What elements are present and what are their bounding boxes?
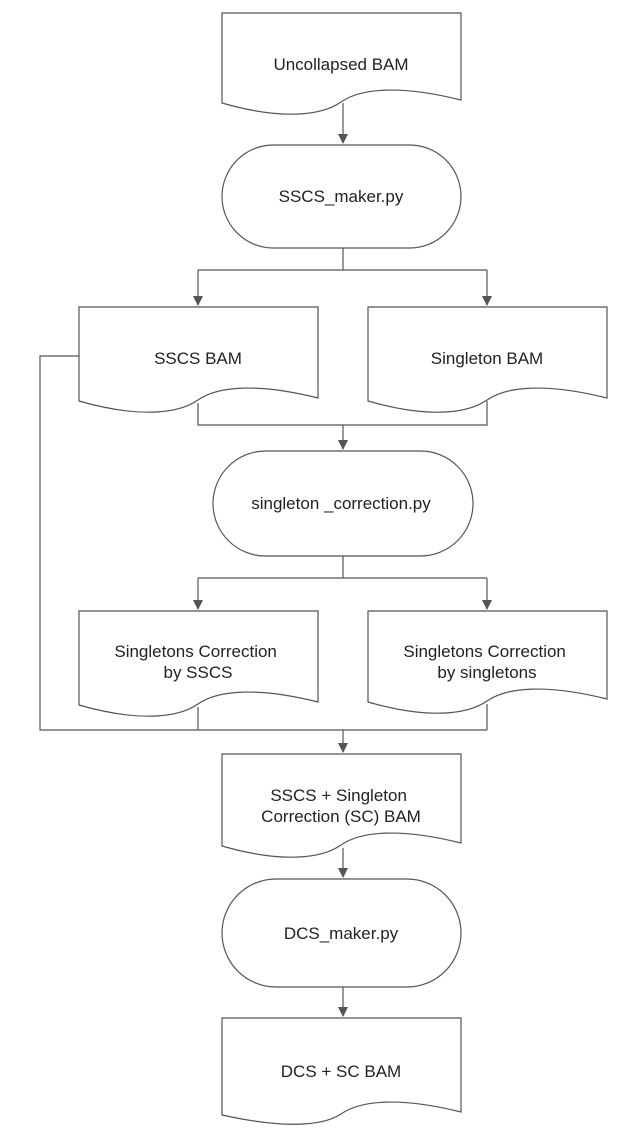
node-label: Singletons Correction by SSCS [114,642,281,682]
label-line: DCS + SC BAM [281,1062,401,1081]
node-corr-by-sscs: Singletons Correction by SSCS [78,610,319,717]
node-sscs-bam: SSCS BAM [78,306,319,413]
label-line: Correction (SC) BAM [261,807,421,826]
node-singleton-bam: Singleton BAM [367,306,608,413]
node-dcs-maker: DCS_maker.py [221,878,462,988]
split-singleton-correction [198,556,487,579]
node-label: singleton _correction.py [251,494,431,513]
node-sscs-maker: SSCS_maker.py [221,144,462,249]
node-label: Uncollapsed BAM [273,55,408,74]
label-line: DCS_maker.py [284,924,399,943]
label-line: SSCS + Singleton [270,786,407,805]
label-line: SSCS BAM [154,349,242,368]
node-label: Singletons Correction by singletons [403,642,570,682]
label-line: SSCS_maker.py [279,187,404,206]
label-line: by SSCS [164,663,233,682]
split-sscs-maker [198,248,487,271]
node-label: Singleton BAM [431,349,543,368]
node-corr-by-singletons: Singletons Correction by singletons [367,610,608,714]
label-line: Singletons Correction [114,642,277,661]
label-line: singleton _correction.py [251,494,431,513]
node-label: DCS + SC BAM [281,1062,401,1081]
node-sc-bam: SSCS + Singleton Correction (SC) BAM [221,753,462,858]
label-line: Singleton BAM [431,349,543,368]
node-label: SSCS BAM [154,349,242,368]
bypass-sscs-bam-to-merge [39,355,487,731]
node-label: SSCS_maker.py [279,187,404,206]
node-label: DCS_maker.py [284,924,399,943]
node-label: SSCS + Singleton Correction (SC) BAM [261,786,421,826]
label-line: Uncollapsed BAM [273,55,408,74]
connectors [39,103,492,1017]
node-uncollapsed-bam: Uncollapsed BAM [221,12,462,115]
label-line: Singletons Correction [403,642,566,661]
node-dcs-sc-bam: DCS + SC BAM [221,1017,462,1125]
merge-to-singleton-correction [197,401,488,449]
label-line: by singletons [437,663,536,682]
node-singleton-correction: singleton _correction.py [212,450,474,557]
